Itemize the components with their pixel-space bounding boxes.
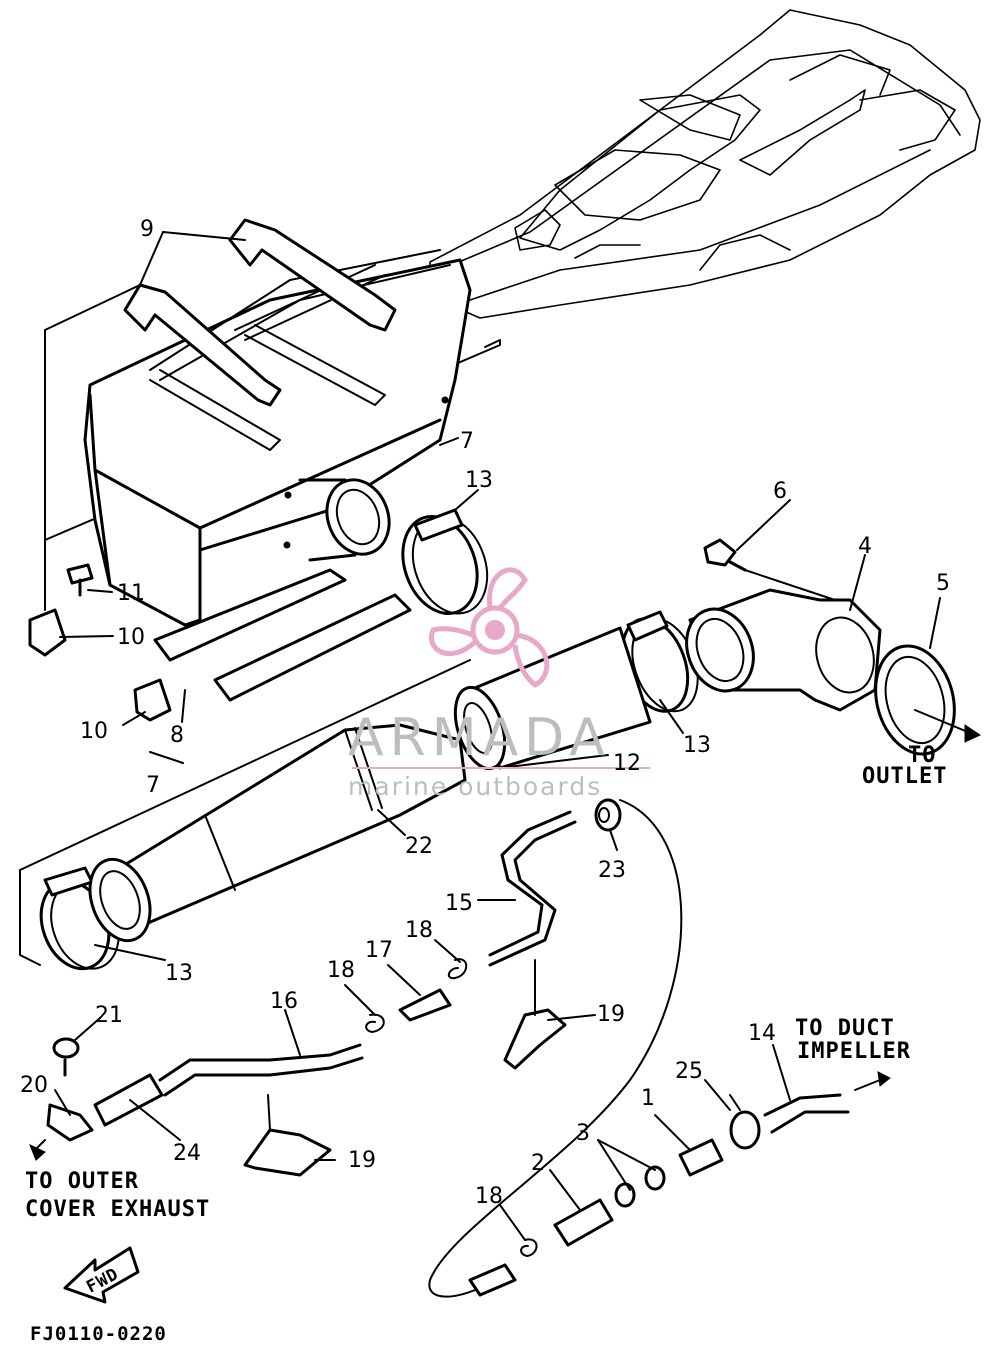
callout-4: 4 bbox=[858, 534, 872, 559]
callout-13b: 13 bbox=[683, 733, 711, 758]
callout-24: 24 bbox=[173, 1141, 201, 1166]
callout-18c: 18 bbox=[475, 1184, 503, 1209]
callout-13a: 13 bbox=[465, 468, 493, 493]
callout-22: 22 bbox=[405, 834, 433, 859]
callout-10a: 10 bbox=[117, 625, 145, 650]
to-duct-line1: TO DUCT bbox=[795, 1016, 895, 1041]
to-outer-line1: TO OUTER bbox=[25, 1169, 139, 1194]
callout-7b: 7 bbox=[146, 773, 160, 798]
watermark-brand: ARMADA bbox=[348, 708, 611, 768]
callout-16: 16 bbox=[270, 989, 298, 1014]
watercraft-illustration bbox=[429, 9, 981, 319]
muffler-box bbox=[83, 218, 472, 627]
callout-21: 21 bbox=[95, 1003, 123, 1028]
direction-notes: TO OUTLET TO DUCT IMPELLER TO OUTER COVE… bbox=[25, 743, 947, 1345]
callout-19b: 19 bbox=[348, 1148, 376, 1173]
watermark-tagline: marine outboards bbox=[348, 772, 602, 801]
to-outlet-line1: TO bbox=[908, 743, 937, 768]
callout-labels: 1 2 3 4 5 6 7 7 8 9 10 10 11 12 13 13 13… bbox=[20, 217, 950, 1209]
to-duct-line2: IMPELLER bbox=[797, 1039, 911, 1064]
fwd-arrow: FWD bbox=[63, 1246, 140, 1304]
callout-2: 2 bbox=[531, 1151, 545, 1176]
pads bbox=[153, 568, 412, 702]
callout-23: 23 bbox=[598, 858, 626, 883]
callout-7a: 7 bbox=[460, 429, 474, 454]
callout-18a: 18 bbox=[405, 918, 433, 943]
muffler-tube-22 bbox=[88, 723, 467, 943]
callout-8: 8 bbox=[170, 723, 184, 748]
bolt-and-clips bbox=[28, 563, 172, 722]
callout-3: 3 bbox=[576, 1121, 590, 1146]
callout-13c: 13 bbox=[165, 961, 193, 986]
diagram-code: FJ0110-0220 bbox=[30, 1323, 167, 1345]
callout-10b: 10 bbox=[80, 719, 108, 744]
callout-12: 12 bbox=[613, 751, 641, 776]
propeller-logo bbox=[429, 567, 550, 688]
water-hoses bbox=[29, 798, 891, 1298]
callout-14: 14 bbox=[748, 1021, 776, 1046]
watermark: ARMADA marine outboards bbox=[348, 567, 650, 801]
callout-18b: 18 bbox=[327, 958, 355, 983]
callout-20: 20 bbox=[20, 1073, 48, 1098]
callout-1: 1 bbox=[641, 1086, 655, 1111]
leader-lines bbox=[54, 231, 941, 1241]
callout-25: 25 bbox=[675, 1059, 703, 1084]
to-outlet-line2: OUTLET bbox=[862, 764, 947, 789]
to-outer-line2: COVER EXHAUST bbox=[25, 1197, 210, 1222]
callout-19a: 19 bbox=[597, 1002, 625, 1027]
callout-15: 15 bbox=[445, 891, 473, 916]
assembly-boundary bbox=[19, 284, 501, 966]
callout-9: 9 bbox=[140, 217, 154, 242]
callout-11: 11 bbox=[117, 581, 145, 606]
exhaust-elbow bbox=[685, 538, 982, 756]
callout-17: 17 bbox=[365, 938, 393, 963]
exhaust-pipe-12 bbox=[453, 626, 652, 771]
callout-5: 5 bbox=[936, 571, 950, 596]
callout-6: 6 bbox=[773, 479, 787, 504]
